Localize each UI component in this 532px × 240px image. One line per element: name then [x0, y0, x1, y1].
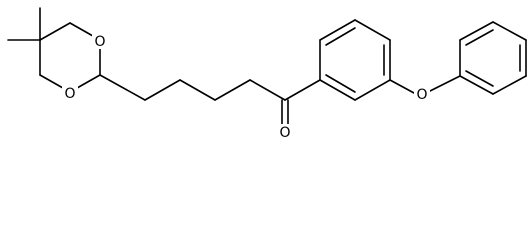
benzene-a-double-1 [325, 27, 356, 46]
atom-labels: O O O O [62, 33, 430, 141]
chain-bond-5 [249, 79, 286, 101]
alkyl-chain [99, 74, 286, 101]
ketone-aryl-bond [284, 79, 321, 101]
chain-bond-1 [99, 74, 146, 101]
phenyl-ring-terminal [459, 21, 527, 95]
benzene-b-double-3 [465, 70, 494, 87]
label-bg [277, 124, 293, 140]
benzene-a-double-3 [325, 74, 356, 93]
chain-bond-4 [214, 79, 251, 101]
benzene-b-bond-2 [459, 21, 494, 41]
carbonyl-oxygen-label: O [279, 125, 290, 141]
ether-linkage [389, 75, 461, 94]
ether-bond-left [389, 79, 415, 94]
benzene-b-bond-6 [459, 75, 494, 95]
benzene-b-double-1 [465, 29, 494, 46]
benzene-a-bond-2 [319, 19, 356, 41]
molecule-structure: O O O O [7, 7, 527, 141]
ring-bond-c4-c5 [39, 22, 71, 41]
molecule-canvas: O O O O [7, 7, 527, 141]
label-bg [414, 86, 430, 102]
benzene-a-bond-5 [354, 79, 391, 101]
ether-bond-right [429, 75, 461, 92]
benzene-a-bond-3 [354, 19, 391, 41]
dioxane-ring [7, 7, 101, 93]
chain-bond-2 [144, 79, 181, 101]
ring-oxygen-top-label: O [94, 34, 105, 50]
label-bg [62, 85, 78, 101]
label-bg [92, 33, 108, 49]
carbonyl-group [281, 79, 321, 127]
benzene-ring-central [319, 19, 391, 101]
benzene-b-bond-3 [492, 21, 527, 41]
benzene-a-bond-6 [319, 79, 356, 101]
chain-bond-3 [179, 79, 216, 101]
benzene-b-bond-5 [492, 75, 527, 95]
ring-oxygen-bottom-label: O [64, 86, 75, 102]
ether-oxygen-label: O [416, 87, 427, 103]
